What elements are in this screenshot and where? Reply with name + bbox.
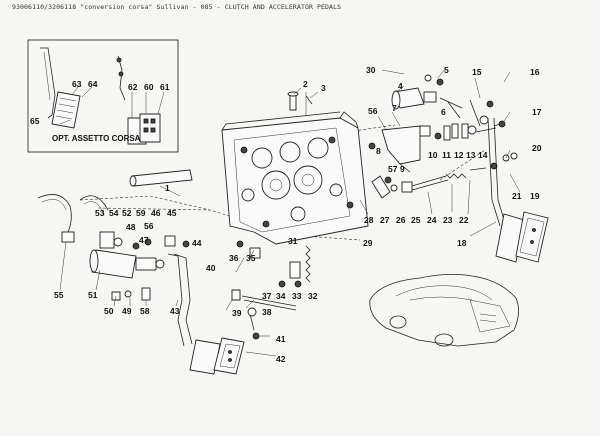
callout-36: 36 <box>229 253 239 263</box>
top-hardware <box>287 91 313 111</box>
callout-16: 16 <box>530 67 540 77</box>
callout-41: 41 <box>276 334 286 344</box>
callout-45: 45 <box>167 208 177 218</box>
return-rod <box>231 240 297 340</box>
callout-56: 56 <box>368 106 378 116</box>
accelerator-rod <box>371 152 518 199</box>
callout-34: 34 <box>276 291 286 301</box>
callout-55: 55 <box>54 290 64 300</box>
callout-30: 30 <box>366 65 376 75</box>
callout-37: 37 <box>262 291 272 301</box>
callout-58: 58 <box>140 306 150 316</box>
callout-35: 35 <box>246 253 256 263</box>
callout-63: 63 <box>72 79 82 89</box>
callout-29: 29 <box>363 238 373 248</box>
callout-8: 8 <box>376 146 381 156</box>
callout-44: 44 <box>192 238 202 248</box>
callout-65: 65 <box>30 116 40 126</box>
callout-47: 47 <box>139 235 149 245</box>
callout-24: 24 <box>427 215 437 225</box>
callout-54: 54 <box>109 208 119 218</box>
accelerator-linkage <box>368 74 506 173</box>
page-header: 93006110/3206118 "conversion corsa" Sull… <box>12 3 342 11</box>
callout-2: 2 <box>303 79 308 89</box>
callout-10: 10 <box>428 150 438 160</box>
callout-46: 46 <box>151 208 161 218</box>
callout-42: 42 <box>276 354 286 364</box>
callout-38: 38 <box>262 307 272 317</box>
callout-28: 28 <box>364 215 374 225</box>
pivot-tube <box>129 169 193 187</box>
callout-27: 27 <box>380 215 390 225</box>
callout-31: 31 <box>288 236 298 246</box>
callout-61: 61 <box>160 82 170 92</box>
callout-40: 40 <box>206 263 216 273</box>
leader-lines <box>59 69 521 357</box>
callout-62: 62 <box>128 82 138 92</box>
callout-26: 26 <box>396 215 406 225</box>
callout-17: 17 <box>532 107 542 117</box>
callout-64: 64 <box>88 79 98 89</box>
callout-53: 53 <box>95 208 105 218</box>
callout-19: 19 <box>530 191 540 201</box>
callout-51: 51 <box>88 290 98 300</box>
callout-15: 15 <box>472 67 482 77</box>
callout-21: 21 <box>512 191 522 201</box>
callout-39: 39 <box>232 308 242 318</box>
callout-3: 3 <box>321 83 326 93</box>
inset-caption: OPT. ASSETTO CORSA <box>52 134 141 143</box>
callout-9: 9 <box>400 164 405 174</box>
callout-22: 22 <box>459 215 469 225</box>
callout-12: 12 <box>454 150 464 160</box>
pedal-box-bracket <box>221 111 369 245</box>
callout-59: 59 <box>136 208 146 218</box>
callout-56b: 56 <box>144 221 154 231</box>
callout-20: 20 <box>532 143 542 153</box>
clutch-master-cylinder <box>37 194 190 301</box>
callout-18: 18 <box>457 238 467 248</box>
callout-57: 57 <box>388 164 398 174</box>
callout-33: 33 <box>292 291 302 301</box>
clutch-pedal <box>167 253 245 375</box>
callout-43: 43 <box>170 306 180 316</box>
callout-6: 6 <box>441 107 446 117</box>
callout-52: 52 <box>122 208 132 218</box>
car-silhouette <box>369 274 519 347</box>
dashed-linkage-outline <box>79 124 486 241</box>
callout-13: 13 <box>466 150 476 160</box>
callout-5: 5 <box>444 65 449 75</box>
callout-25: 25 <box>411 215 421 225</box>
inset-opt-assetto-corsa: OPT. ASSETTO CORSA <box>27 39 179 153</box>
callout-23: 23 <box>443 215 453 225</box>
callout-labels: 2 3 30 5 4 15 16 6 17 56 7 10 11 12 13 1… <box>30 65 542 364</box>
callout-32: 32 <box>308 291 318 301</box>
callout-14: 14 <box>478 150 488 160</box>
callout-11: 11 <box>442 150 451 160</box>
callout-7: 7 <box>392 103 397 113</box>
callout-48: 48 <box>126 222 136 232</box>
accelerator-pedal <box>487 117 549 263</box>
callout-60: 60 <box>144 82 154 92</box>
callout-1: 1 <box>165 183 170 193</box>
pedal-spring <box>278 245 311 288</box>
callout-4: 4 <box>398 81 403 91</box>
callout-50: 50 <box>104 306 114 316</box>
callout-49: 49 <box>122 306 132 316</box>
